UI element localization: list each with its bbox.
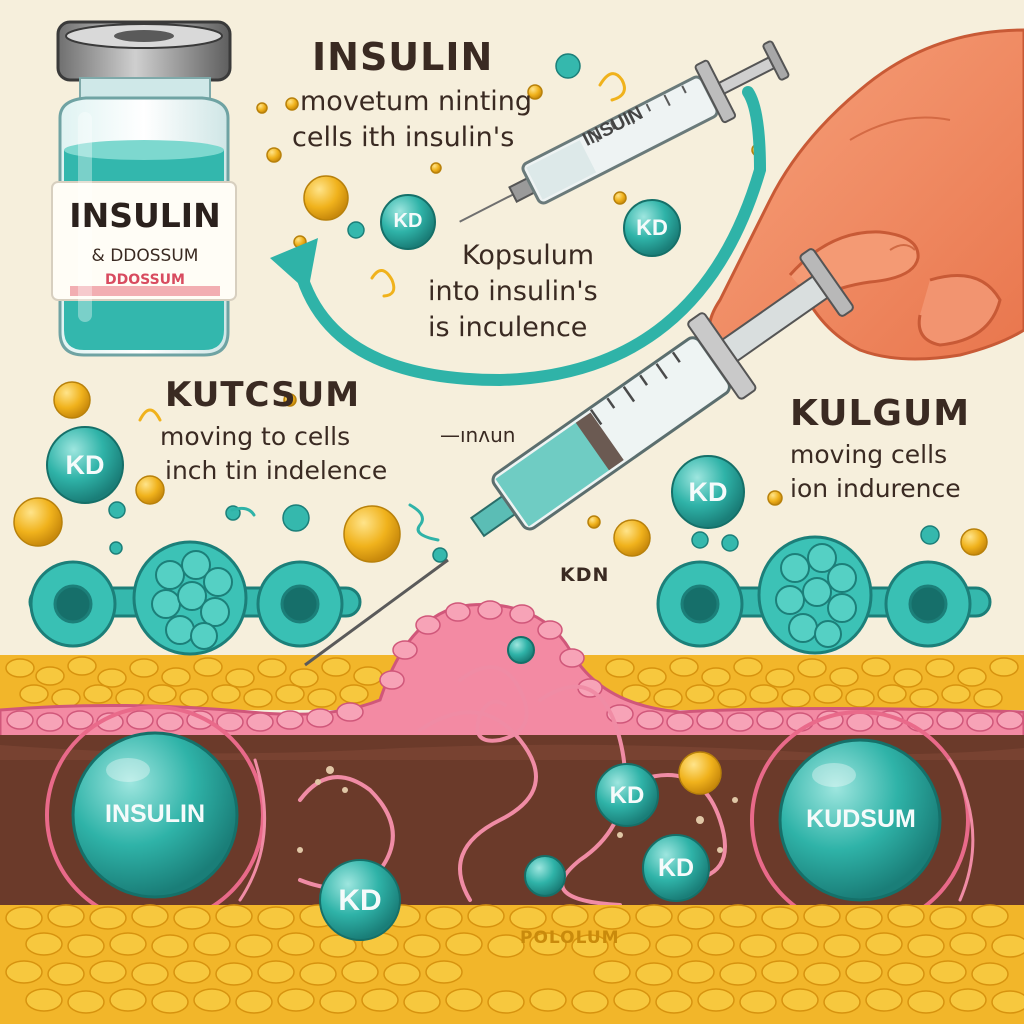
vial-title: INSULIN xyxy=(69,196,221,235)
kd-badge-top: KD xyxy=(393,210,423,232)
kd-badge-middle: KD xyxy=(609,782,645,809)
syringe-icon xyxy=(459,40,790,223)
cell-receptors xyxy=(28,535,992,656)
glucose-particles xyxy=(13,84,988,795)
kd-badge-bottom-right: KD xyxy=(657,854,695,882)
top-subtitle-line-2: cells ith insulin's xyxy=(292,122,515,153)
top-subtitle-line-1: movetum ninting xyxy=(300,86,533,117)
middle-line-2: into insulin's xyxy=(428,276,598,307)
right-subtitle-line-1: moving cells xyxy=(790,440,948,469)
top-title: INSULIN xyxy=(312,35,494,79)
right-title: KULGUM xyxy=(790,393,971,434)
kd-badge-top-right: KD xyxy=(636,215,668,240)
left-squiggle-text: —ınᴧun xyxy=(440,423,516,447)
vial-subtitle: & DDOSSUM xyxy=(91,246,199,266)
kd-badge-left: KD xyxy=(65,450,105,480)
vial-small-label: DDOSSUM xyxy=(105,272,185,288)
left-subtitle-line-1: moving to cells xyxy=(160,422,351,451)
kd-badge-right: KD xyxy=(688,477,728,507)
main-syringe xyxy=(304,248,854,667)
insulin-ball-label: INSULIN xyxy=(105,800,205,828)
middle-line-3: is inculence xyxy=(428,312,588,343)
insulin-vial-icon xyxy=(51,20,237,357)
kdn-label: KDN xyxy=(560,564,610,586)
kudsum-ball-label: KUDSUM xyxy=(806,805,916,833)
right-subtitle-line-2: ion indurence xyxy=(790,474,961,503)
curved-arrow-icon xyxy=(270,86,767,387)
bottom-layer-label: POLOLUM xyxy=(520,928,620,948)
kd-badge-bottom-left: KD xyxy=(338,884,382,917)
middle-line-1: Kopsulum xyxy=(462,240,595,271)
kd-molecules xyxy=(46,194,745,941)
insulin-molecule-large xyxy=(71,731,239,899)
left-subtitle-line-2: inch tin indelence xyxy=(165,456,388,485)
left-title: KUTCSUM xyxy=(165,375,361,415)
kudsum-molecule-large xyxy=(778,738,942,902)
